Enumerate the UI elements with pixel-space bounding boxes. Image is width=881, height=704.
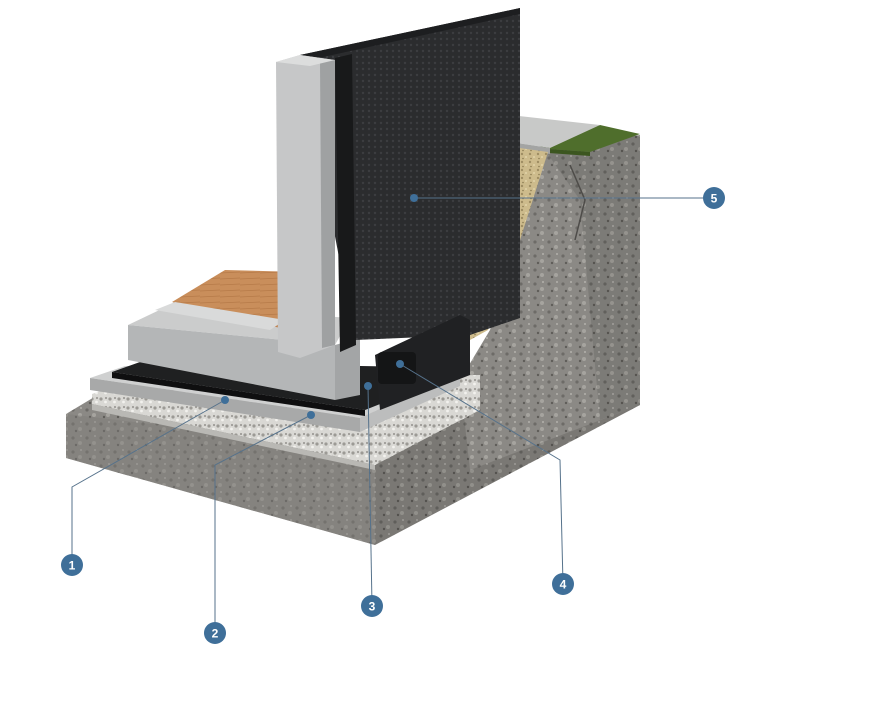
leader-line-1 [71,399,226,565]
callout-4[interactable]: 4 [552,573,574,595]
callout-badge[interactable] [61,554,83,576]
callout-number: 5 [711,192,718,206]
leader-dot-4 [396,360,404,368]
wood-subfloor [172,270,300,328]
callout-number: 1 [69,559,76,573]
leader-line-4 [399,363,564,585]
callout-number: 4 [560,578,567,592]
leader-lines [71,197,714,633]
drain-profile [375,315,470,410]
callout-1[interactable]: 1 [61,554,83,576]
leader-line-2 [214,414,312,633]
wall-membrane [335,54,356,352]
callout-number: 3 [369,600,376,614]
callout-2[interactable]: 2 [204,622,226,644]
leader-dot-5 [410,194,418,202]
wall-insulation [276,55,335,358]
leader-dots [221,194,418,419]
callout-badge[interactable] [204,622,226,644]
callout-3[interactable]: 3 [361,595,383,617]
leader-dot-2 [307,411,315,419]
callout-5[interactable]: 5 [703,187,725,209]
native-soil-wall [460,135,640,470]
callout-badge[interactable] [361,595,383,617]
callout-badge[interactable] [703,187,725,209]
callout-number: 2 [212,627,219,641]
leader-line-3 [367,385,373,606]
drainage-board [300,8,520,340]
leader-dot-3 [364,382,372,390]
floor-slab [155,302,285,330]
callout-badge[interactable] [552,573,574,595]
leader-dot-1 [221,396,229,404]
